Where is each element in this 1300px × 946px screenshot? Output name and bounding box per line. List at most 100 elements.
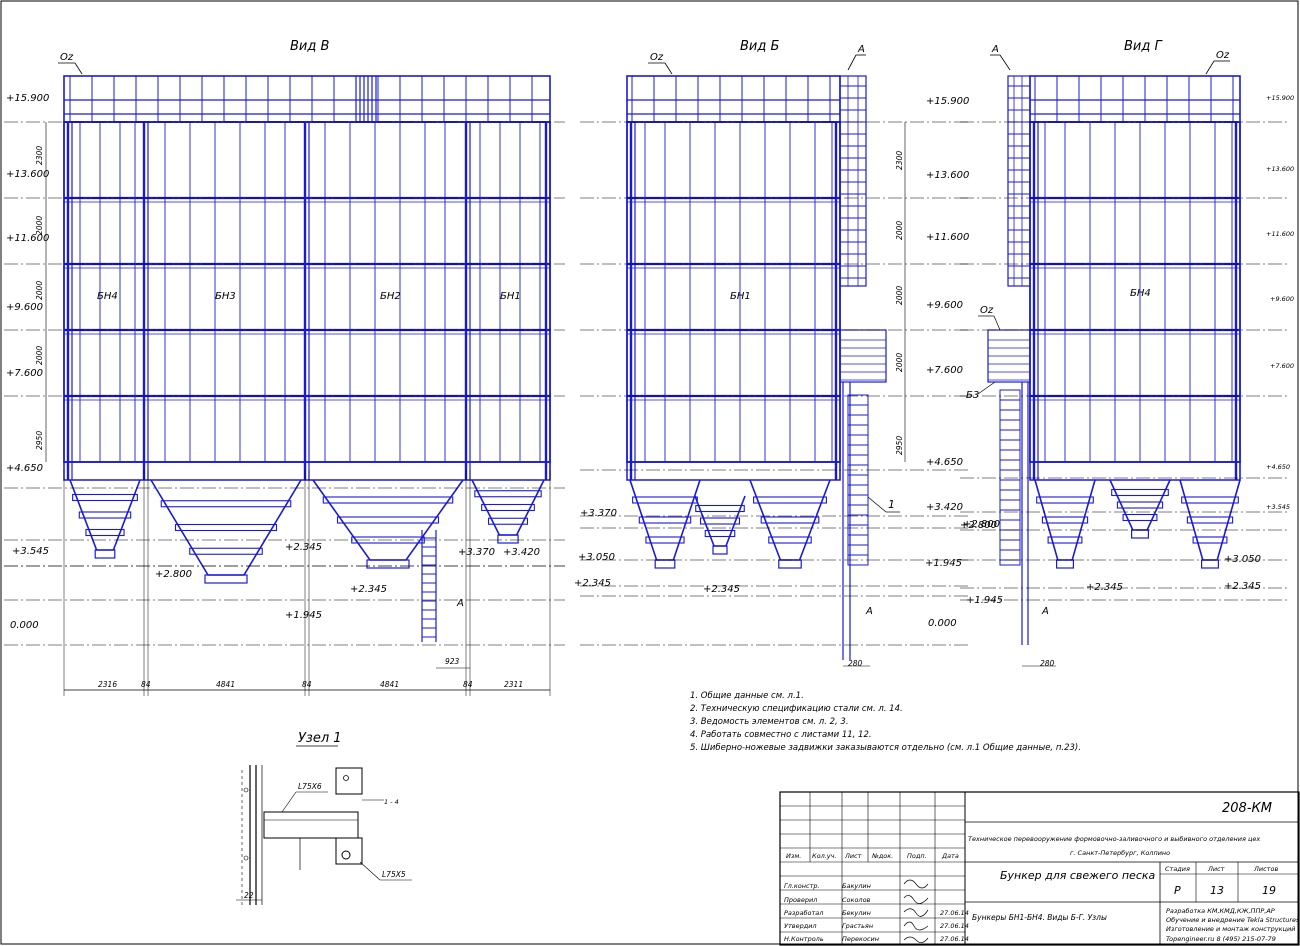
vv-level-15900: +15.900 <box>6 93 49 104</box>
vb-level-11600: +11.600 <box>926 232 969 243</box>
hopper-gate <box>1200 559 1219 569</box>
hopper-ring <box>1116 501 1164 509</box>
stamp-name-1: Соколов <box>842 896 871 904</box>
stamp-role-3: Утвердил <box>784 922 817 930</box>
vv-level-0000: 0.000 <box>10 620 39 631</box>
hopper-ring <box>695 504 745 513</box>
stamp-col-1: Кол.уч. <box>812 852 837 860</box>
node-1-profile-top: L75X6 <box>298 782 322 791</box>
hopper-ring <box>72 493 138 502</box>
hopper-ring <box>1122 513 1158 522</box>
vb-dim-2950: 2950 <box>895 436 904 455</box>
stamp-city: г. Санкт-Петербург, Колпино <box>1070 849 1170 857</box>
view-v-title: Вид В <box>290 39 329 54</box>
vb-dim-280: 280 <box>848 659 863 668</box>
vb-level-9600: +9.600 <box>926 300 963 311</box>
vv-dim-4841b: 4841 <box>380 680 399 689</box>
view-v-bunker-bn1: БН1 <box>500 291 521 302</box>
vg-level-3050: +3.050 <box>1224 554 1261 565</box>
view-b-axis-oz: Оz <box>650 52 664 63</box>
vg-b3: Б3 <box>966 390 979 401</box>
vb-dim-2300: 2300 <box>895 151 904 170</box>
hopper-ring <box>174 523 278 532</box>
vg-level-13600: +13.600 <box>1266 165 1294 173</box>
vg-level-2345b: +2.345 <box>1086 582 1123 593</box>
hopper-ring <box>1186 516 1234 524</box>
stamp-company-4: Topengineer.ru 8 (495) 215-07-79 <box>1166 935 1276 943</box>
stamp-sheets-label: Листов <box>1253 865 1278 873</box>
vv-axis-a: А <box>456 598 464 609</box>
vb-level-15900: +15.900 <box>926 96 969 107</box>
hopper-cone <box>694 495 746 547</box>
stamp-role-1: Проверил <box>784 896 817 904</box>
stamp-date-4: 27.06.14 <box>940 935 969 943</box>
hopper-gate <box>497 534 519 544</box>
vv-level-1945: +1.945 <box>285 610 322 621</box>
view-v-bunker-bn4: БН4 <box>97 291 118 302</box>
vg-oz2: Оz <box>980 305 994 316</box>
vb-level-2800: +2.800 <box>960 520 997 531</box>
vg-bunker: БН4 <box>1130 288 1151 299</box>
hopper-ring <box>753 496 827 504</box>
hopper-ring <box>189 547 263 555</box>
vb-level-3420: +3.420 <box>926 502 963 513</box>
vg-level-1945: +1.945 <box>966 595 1003 606</box>
vb-dim-2000b: 2000 <box>895 286 904 305</box>
vv-dim-2300: 2300 <box>35 146 44 165</box>
hopper-cone <box>150 479 302 576</box>
vg-level-2345: +2.345 <box>1224 581 1261 592</box>
view-b: Вид Б Оz А БН1 1 2300 2000 2000 2000 <box>574 39 997 668</box>
vb-node-1: 1 <box>888 498 895 511</box>
view-b-title: Вид Б <box>740 39 779 54</box>
view-v: Вид В Оz БН4 БН3 БН2 БН1 +15.900 +13.6 <box>4 39 565 696</box>
node-1-detail: Узел 1 L75X6 L75X5 1 - 4 22 <box>236 731 412 905</box>
hopper-ring <box>704 529 736 538</box>
vv-dim-84a: 84 <box>141 680 151 689</box>
stamp-col-4: Подп. <box>907 852 927 860</box>
hopper-ring <box>768 536 812 544</box>
vv-dim-2000c: 2000 <box>35 346 44 365</box>
vv-level-11600: +11.600 <box>6 233 49 244</box>
node-1-mark: 1 - 4 <box>384 798 399 806</box>
hopper-ring <box>645 536 685 544</box>
stamp-date-2: 27.06.14 <box>940 909 969 917</box>
stamp-col-0: Изм. <box>786 852 801 860</box>
node-1-dim: 22 <box>244 891 254 900</box>
hopper-ring <box>1047 536 1083 544</box>
vv-dim-2000a: 2000 <box>35 216 44 235</box>
stamp-sheet: 13 <box>1210 884 1224 897</box>
stamp-sheets: 19 <box>1262 884 1276 897</box>
view-v-bunker-bn2: БН2 <box>380 291 401 302</box>
vv-dim-2950: 2950 <box>35 431 44 450</box>
hopper-ring <box>322 496 454 504</box>
view-v-bunker-bn3: БН3 <box>215 291 236 302</box>
node-1-title: Узел 1 <box>298 731 342 746</box>
stamp-drawing-title: Бункер для свежего песка <box>1000 869 1156 882</box>
stamp-sheet-label: Лист <box>1207 865 1225 873</box>
stamp-sheet-title: Бункеры БН1-БН4. Виды Б-Г. Узлы <box>972 913 1107 922</box>
view-v-axis-oz: Оz <box>60 52 74 63</box>
vb-level-13600: +13.600 <box>926 170 969 181</box>
hopper-gate <box>712 545 728 555</box>
vb-level-3370: +3.370 <box>580 508 617 519</box>
note-3: 3. Ведомость элементов см. л. 2, 3. <box>690 717 849 727</box>
stamp-company-2: Обучение и внедрение Tekla Structures <box>1166 916 1300 924</box>
view-g-title: Вид Г <box>1124 39 1163 54</box>
view-g: Вид Г А Оz БН4 Б3 Оz +15.900 +13.600 +11… <box>960 39 1294 668</box>
hopper-gate <box>204 574 248 584</box>
hopper-ring <box>699 517 741 525</box>
hopper-ring <box>85 528 125 537</box>
hopper-ring <box>1181 496 1239 504</box>
vg-level-3545: +3.545 <box>1266 503 1290 511</box>
stamp-company-3: Изготовление и монтаж конструкций <box>1166 925 1295 933</box>
hopper-gate <box>654 559 676 569</box>
vb-level-2345b: +2.345 <box>703 584 740 595</box>
hopper-ring <box>474 490 542 498</box>
note-1: 1. Общие данные см. л.1. <box>690 691 804 701</box>
hopper-cone <box>1109 479 1171 531</box>
stamp-stage-label: Стадия <box>1165 865 1190 873</box>
node-1-profile-bottom: L75X5 <box>382 870 406 879</box>
vv-dim-2311: 2311 <box>504 680 523 689</box>
vb-level-2345: +2.345 <box>574 578 611 589</box>
hopper-gate <box>778 559 802 569</box>
